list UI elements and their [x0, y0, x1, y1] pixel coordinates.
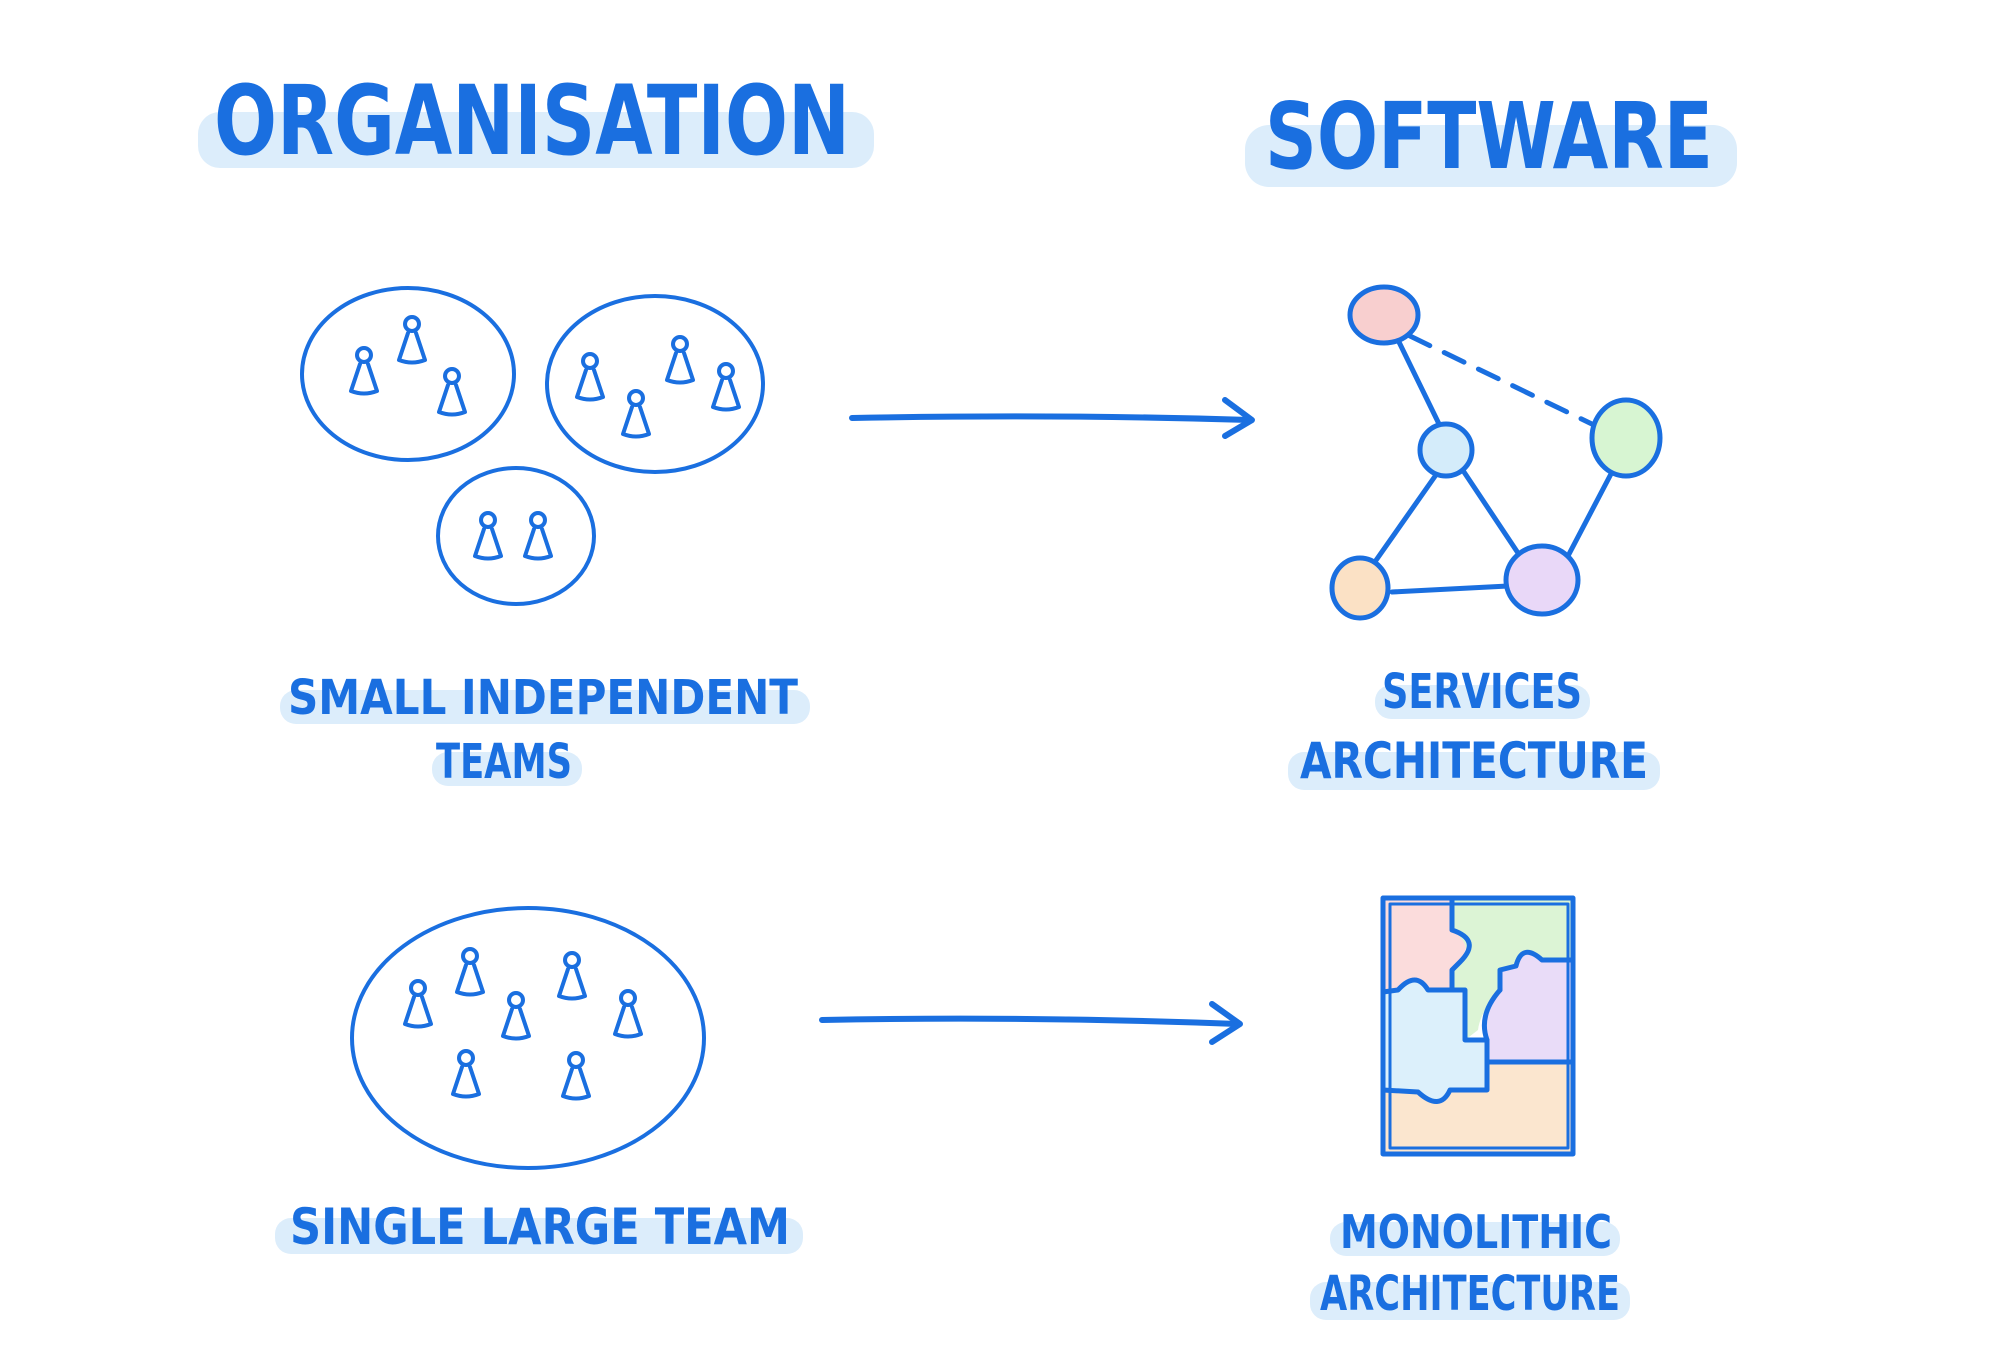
- person-icon: [557, 951, 587, 1001]
- person-icon: [711, 362, 741, 412]
- large-team-illustration: [350, 906, 706, 1170]
- person-icon: [455, 947, 485, 997]
- team-group: [350, 906, 706, 1170]
- services-graph: [1329, 284, 1663, 621]
- person-icon: [473, 511, 503, 561]
- arrow-right-icon: [819, 1001, 1243, 1045]
- puzzle-icon: [1383, 981, 1487, 1101]
- person-icon: [621, 389, 651, 439]
- label-small-teams-2: TEAMS: [436, 734, 572, 790]
- monolith-puzzle: [1380, 895, 1576, 1157]
- label-single-team: SINGLE LARGE TEAM: [290, 1198, 790, 1256]
- person-icon: [501, 991, 531, 1041]
- puzzle-icon: [1484, 953, 1573, 1062]
- heading-software: SOFTWARE: [1265, 83, 1713, 190]
- person-icon: [561, 1051, 591, 1101]
- arrow-right-icon: [849, 397, 1255, 439]
- person-icon: [437, 367, 467, 417]
- highlight-bars: [198, 112, 1737, 1320]
- person-icon: [451, 1049, 481, 1099]
- puzzle-icon: [1452, 898, 1573, 1040]
- small-teams-illustration: [300, 286, 765, 606]
- person-icon: [665, 335, 695, 385]
- person-icon: [613, 989, 643, 1039]
- service-node-icon: [1347, 284, 1421, 346]
- heading-organisation: ORGANISATION: [214, 65, 850, 177]
- person-icon: [523, 511, 553, 561]
- person-icon: [397, 315, 427, 365]
- team-group: [300, 286, 516, 462]
- label-services-1: SERVICES: [1382, 664, 1582, 720]
- person-icon: [575, 352, 605, 402]
- label-small-teams-1: SMALL INDEPENDENT: [288, 670, 798, 726]
- service-node-icon: [1503, 543, 1581, 617]
- puzzle-icon: [1383, 1062, 1573, 1154]
- label-monolith-2: ARCHITECTURE: [1320, 1266, 1620, 1322]
- team-group: [545, 294, 765, 474]
- person-icon: [349, 346, 379, 396]
- service-node-icon: [1589, 397, 1663, 479]
- puzzle-icon: [1383, 898, 1467, 992]
- person-icon: [403, 979, 433, 1029]
- service-node-icon: [1417, 421, 1475, 479]
- label-monolith-1: MONOLITHIC: [1340, 1205, 1612, 1259]
- label-services-2: ARCHITECTURE: [1300, 732, 1648, 790]
- service-node-icon: [1329, 555, 1391, 621]
- team-group: [436, 466, 596, 606]
